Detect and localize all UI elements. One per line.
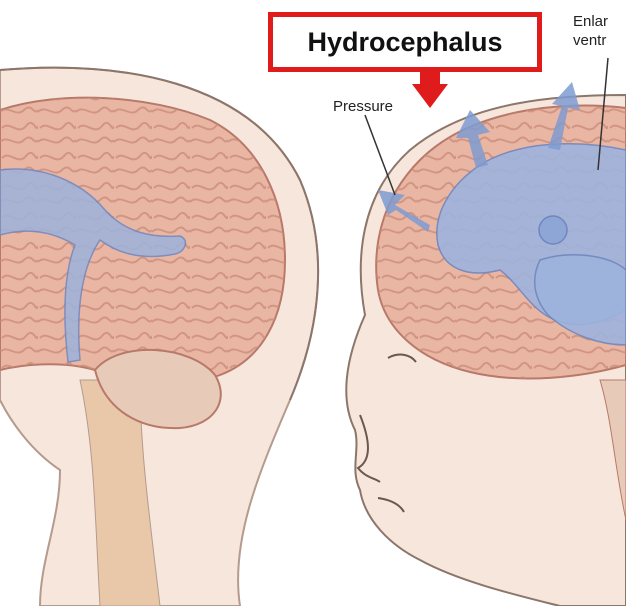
pressure-label: Pressure [333, 97, 393, 116]
hydrocephalus-head [346, 58, 626, 606]
enlarged-ventricles-label: Enlar ventr [573, 12, 608, 50]
pressure-pointer-line [365, 115, 395, 195]
title-callout-arrow [412, 72, 448, 108]
enlarged-label-line-2: ventr [573, 31, 608, 50]
hydrocephalus-title: Hydrocephalus [268, 12, 542, 72]
hydro-ventricle-core [539, 216, 567, 244]
normal-head [0, 68, 318, 606]
enlarged-label-line-1: Enlar [573, 12, 608, 31]
title-text: Hydrocephalus [307, 27, 502, 58]
